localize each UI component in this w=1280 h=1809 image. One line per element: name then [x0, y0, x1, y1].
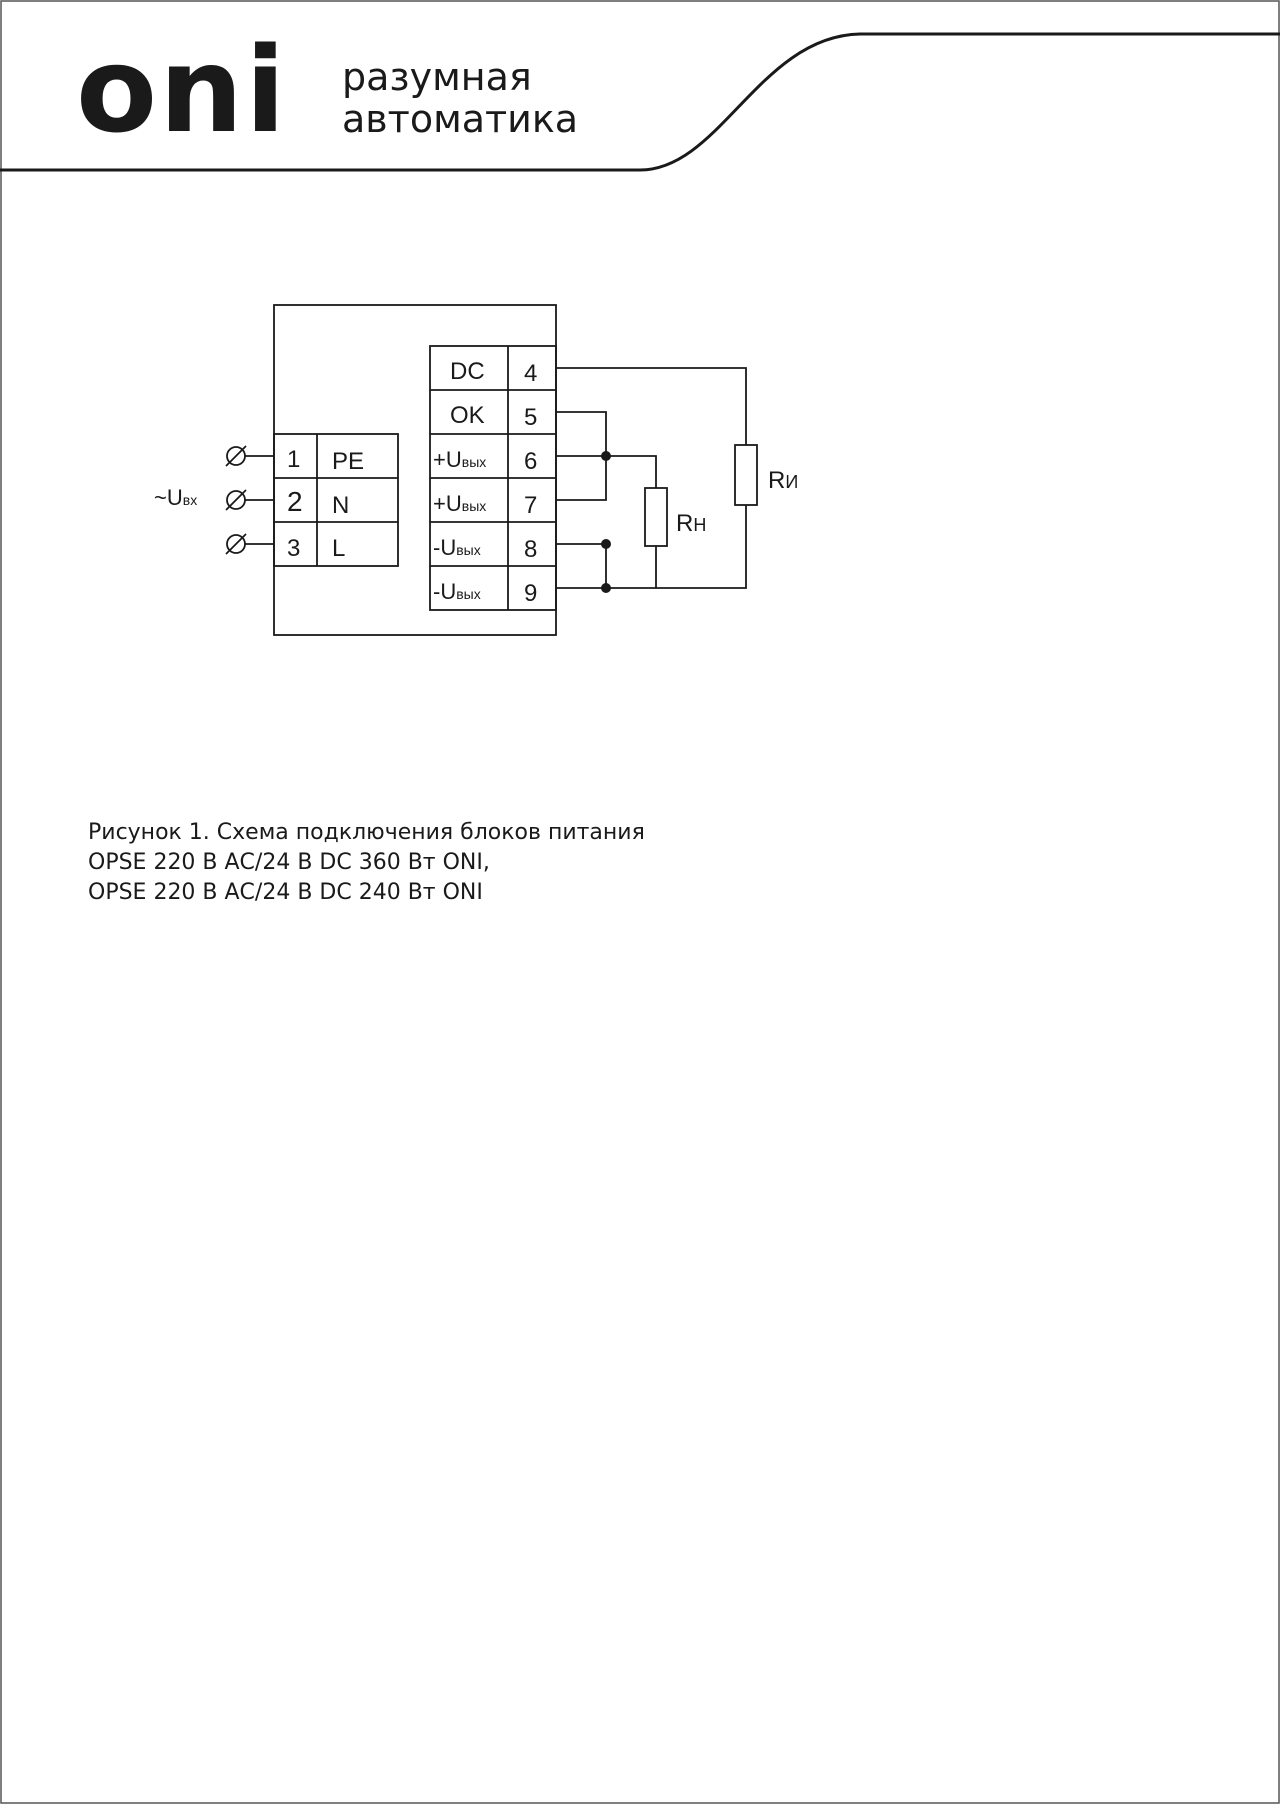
- indicator-circuit: [556, 367, 758, 589]
- input-terminal-number: 3: [287, 535, 300, 562]
- header-curve: [0, 32, 1280, 172]
- output-terminal-number: 8: [524, 536, 537, 563]
- wiring-diagram: [225, 304, 758, 636]
- figure-caption: Рисунок 1. Схема подключения блоков пита…: [88, 818, 988, 908]
- indicator-resistor-label: RИ: [768, 467, 798, 494]
- output-terminal-label: -Uвых: [433, 535, 481, 560]
- input-terminal-symbol: [226, 534, 246, 554]
- output-terminal-label: OK: [450, 402, 485, 429]
- input-terminal-label: N: [332, 492, 349, 519]
- input-wires: [225, 445, 274, 555]
- resistor-rn: [644, 487, 668, 547]
- input-terminal-label: L: [332, 535, 345, 562]
- wire-dc-to-ri: [556, 367, 747, 445]
- wire-bus-to-rn: [606, 455, 657, 488]
- wire-ri-to-9: [556, 505, 747, 589]
- load-resistor-label: RН: [676, 510, 706, 537]
- input-terminal-symbol: [226, 446, 246, 466]
- input-terminal-number: 2: [287, 486, 303, 517]
- oni-logo: oni разумная автоматика: [76, 21, 578, 159]
- input-terminal-number: 1: [287, 446, 300, 473]
- diagram-labels: ~Uвх 1 PE 2 N 3 L DC 4 OK 5 +Uвых 6 +Uвы…: [154, 358, 798, 607]
- output-terminal-number: 6: [524, 448, 537, 475]
- logo-tagline-line1: разумная: [342, 55, 532, 99]
- caption-line: Рисунок 1. Схема подключения блоков пита…: [88, 820, 645, 845]
- output-terminal-number: 7: [524, 492, 537, 519]
- output-terminal-label: -Uвых: [433, 579, 481, 604]
- input-terminal-symbol: [226, 490, 246, 510]
- caption-line: OPSE 220 В АС/24 В DC 240 Вт ONI: [88, 880, 483, 905]
- input-terminal-slash: [225, 489, 247, 511]
- junction-dot: [601, 583, 611, 593]
- input-voltage-label: ~Uвх: [154, 485, 197, 510]
- logo-text: oni: [76, 21, 288, 159]
- input-terminal-slash: [225, 533, 247, 555]
- resistor-ri: [734, 444, 758, 506]
- logo-tagline-line2: автоматика: [342, 97, 578, 141]
- input-terminal-label: PE: [332, 448, 364, 475]
- caption-line: OPSE 220 В АС/24 В DC 360 Вт ONI,: [88, 850, 490, 875]
- junction-dots: [601, 451, 611, 593]
- output-terminal-block: [429, 345, 557, 611]
- input-terminal-slash: [225, 445, 247, 467]
- output-terminal-number: 9: [524, 580, 537, 607]
- load-circuit: [556, 411, 668, 588]
- output-terminal-label: DC: [450, 358, 485, 385]
- junction-dot: [601, 451, 611, 461]
- output-terminal-label: +Uвых: [433, 491, 486, 516]
- junction-dot: [601, 539, 611, 549]
- output-terminal-label: +Uвых: [433, 447, 486, 472]
- output-terminal-number: 4: [524, 360, 537, 387]
- output-terminal-number: 5: [524, 404, 537, 431]
